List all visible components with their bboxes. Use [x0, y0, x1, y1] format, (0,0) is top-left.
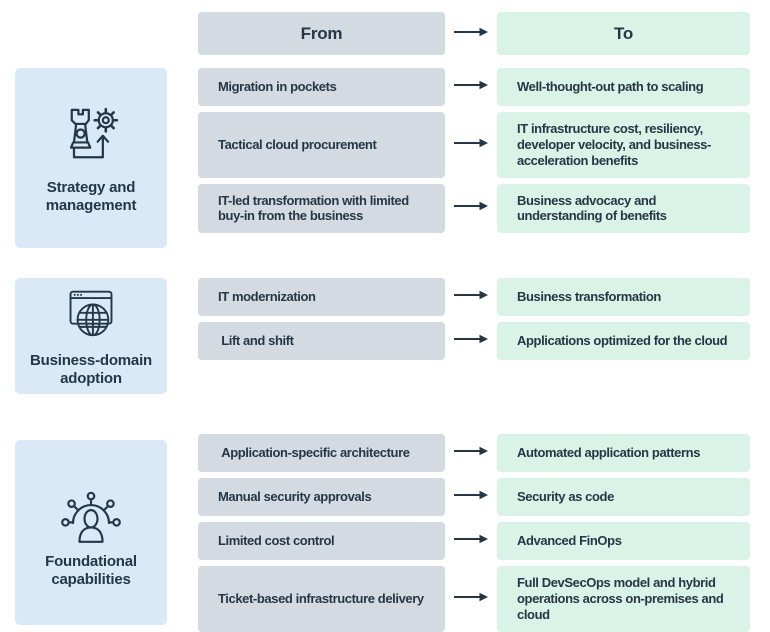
right-arrow-icon: [453, 332, 489, 350]
to-cell: Business transformation: [497, 278, 750, 316]
to-cell: Applications optimized for the cloud: [497, 322, 750, 360]
right-arrow-icon: [453, 136, 489, 154]
from-cell: IT-led transformation with limited buy-i…: [198, 183, 445, 234]
right-arrow-icon: [453, 199, 489, 217]
header-arrow-cell: [445, 12, 497, 55]
right-arrow-icon: [453, 444, 489, 462]
rows: Migration in pockets Well-thought-out pa…: [198, 68, 755, 248]
row-arrow-cell: [445, 184, 497, 234]
mapping-row: Tactical cloud procurement IT infrastruc…: [198, 112, 755, 178]
category-label: Business-domain adoption: [29, 352, 153, 387]
from-cell: Limited cost control: [198, 522, 445, 560]
mapping-row: Lift and shift Applications optimized fo…: [198, 322, 755, 360]
category-label: Foundational capabilities: [45, 552, 137, 588]
right-arrow-icon: [453, 488, 489, 506]
to-column-header: To: [497, 12, 750, 55]
category-box: Foundational capabilities: [15, 440, 167, 626]
mapping-row: IT-led transformation with limited buy-i…: [198, 183, 755, 234]
to-cell: Security as code: [497, 478, 750, 516]
rows: IT modernization Business transformation…: [198, 278, 755, 394]
row-arrow-cell: [445, 68, 497, 106]
row-arrow-cell: [445, 322, 497, 360]
from-cell: Ticket-based infrastructure delivery: [198, 566, 445, 632]
to-cell: Well-thought-out path to scaling: [497, 68, 750, 106]
category-label: Strategy and management: [45, 179, 137, 214]
category-cell: Strategy and management: [15, 68, 167, 248]
category-section: Business-domain adoption IT modernizatio…: [15, 278, 755, 394]
from-cell: Manual security approvals: [198, 478, 445, 516]
category-section: Strategy and management Migration in poc…: [15, 68, 755, 248]
to-cell: Full DevSecOps model and hybrid operatio…: [497, 566, 750, 632]
rows: Application-specific architecture Automa…: [198, 434, 755, 632]
browser-globe-icon: [59, 284, 123, 348]
category-cell: Business-domain adoption: [15, 278, 167, 394]
row-arrow-cell: [445, 434, 497, 472]
to-cell: IT infrastructure cost, resiliency, deve…: [497, 112, 750, 178]
person-network-icon: [55, 477, 127, 549]
from-column-header: From: [198, 12, 445, 55]
category-box: Strategy and management: [15, 68, 167, 248]
category-cell: Foundational capabilities: [15, 434, 167, 632]
from-cell: Application-specific architecture: [198, 434, 445, 472]
to-cell: Business advocacy and understanding of b…: [497, 183, 750, 234]
row-arrow-cell: [445, 278, 497, 316]
row-arrow-cell: [445, 112, 497, 178]
chess-gear-strategy-icon: [54, 101, 128, 175]
mapping-row: Migration in pockets Well-thought-out pa…: [198, 68, 755, 106]
header-spacer: [167, 12, 198, 55]
from-cell: Lift and shift: [198, 322, 445, 360]
mapping-row: Ticket-based infrastructure delivery Ful…: [198, 566, 755, 632]
mapping-row: Manual security approvals Security as co…: [198, 478, 755, 516]
category-section: Foundational capabilities Application-sp…: [15, 434, 755, 632]
category-box: Business-domain adoption: [15, 278, 167, 394]
right-arrow-icon: [453, 25, 489, 43]
mapping-row: IT modernization Business transformation: [198, 278, 755, 316]
sections-container: Strategy and management Migration in poc…: [15, 68, 755, 632]
to-cell: Advanced FinOps: [497, 522, 750, 560]
from-cell: Migration in pockets: [198, 68, 445, 106]
right-arrow-icon: [453, 78, 489, 96]
right-arrow-icon: [453, 532, 489, 550]
right-arrow-icon: [453, 590, 489, 608]
row-arrow-cell: [445, 566, 497, 632]
right-arrow-icon: [453, 288, 489, 306]
row-arrow-cell: [445, 478, 497, 516]
row-arrow-cell: [445, 522, 497, 560]
from-cell: IT modernization: [198, 278, 445, 316]
from-cell: Tactical cloud procurement: [198, 112, 445, 178]
to-cell: Automated application patterns: [497, 434, 750, 472]
mapping-row: Limited cost control Advanced FinOps: [198, 522, 755, 560]
mapping-row: Application-specific architecture Automa…: [198, 434, 755, 472]
column-header-row: From To: [15, 12, 755, 55]
header-spacer: [15, 12, 167, 55]
